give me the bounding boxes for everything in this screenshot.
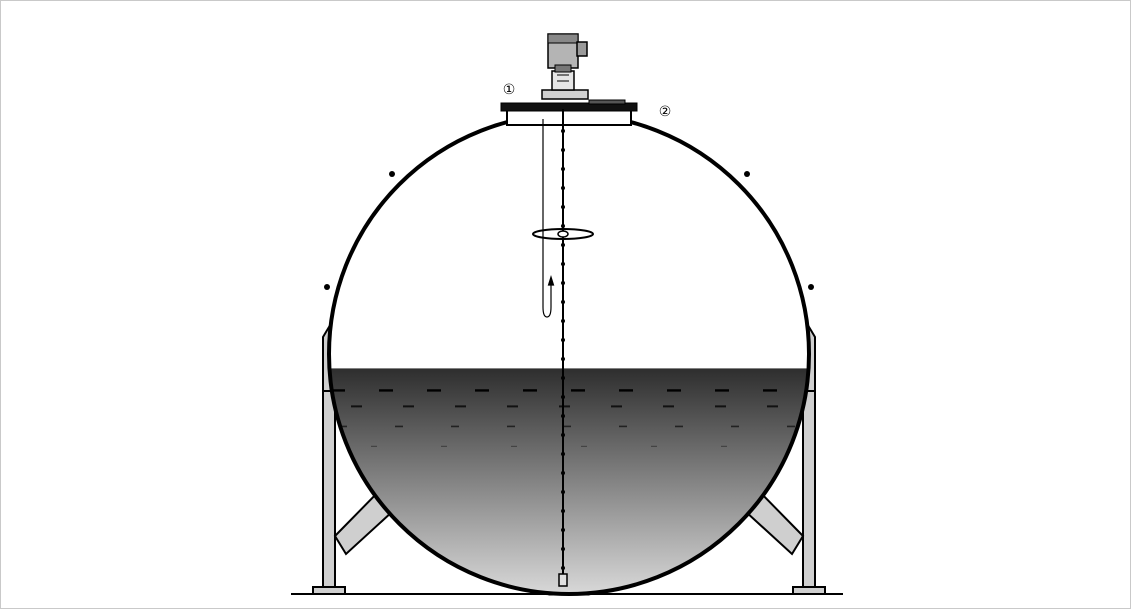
probe-bead: [561, 338, 565, 342]
svg-text:②: ②: [659, 104, 672, 120]
probe-bead: [561, 471, 565, 475]
lifting-lug: [389, 171, 395, 177]
svg-text:①: ①: [503, 82, 516, 98]
probe-bead: [561, 433, 565, 437]
probe-bead: [561, 243, 565, 247]
probe-bead: [561, 376, 565, 380]
probe-bead: [561, 224, 565, 228]
level-transmitter: [542, 34, 588, 99]
probe-bead: [561, 167, 565, 171]
probe-bead: [561, 509, 565, 513]
callout-1: ①: [503, 82, 516, 98]
probe-bead: [561, 319, 565, 323]
probe-bead: [561, 205, 565, 209]
probe-bead: [561, 300, 565, 304]
lifting-lug: [808, 284, 814, 290]
probe-bead: [561, 452, 565, 456]
centering-disc-hub: [558, 231, 568, 237]
lifting-lug: [324, 284, 330, 290]
probe-bead: [561, 395, 565, 399]
probe-bead: [561, 414, 565, 418]
probe-bead: [561, 186, 565, 190]
probe-bead: [561, 129, 565, 133]
probe-bead: [561, 547, 565, 551]
probe-bead: [561, 528, 565, 532]
probe-bead: [561, 357, 565, 361]
liquid: [321, 368, 821, 599]
probe-weight: [559, 574, 567, 586]
callout-2: ②: [659, 104, 672, 120]
lifting-lug: [744, 171, 750, 177]
probe-bead: [561, 490, 565, 494]
top-nozzle: [501, 100, 637, 125]
probe-bead: [561, 566, 565, 570]
probe-bead: [561, 281, 565, 285]
probe-bead: [561, 262, 565, 266]
probe-bead: [561, 148, 565, 152]
